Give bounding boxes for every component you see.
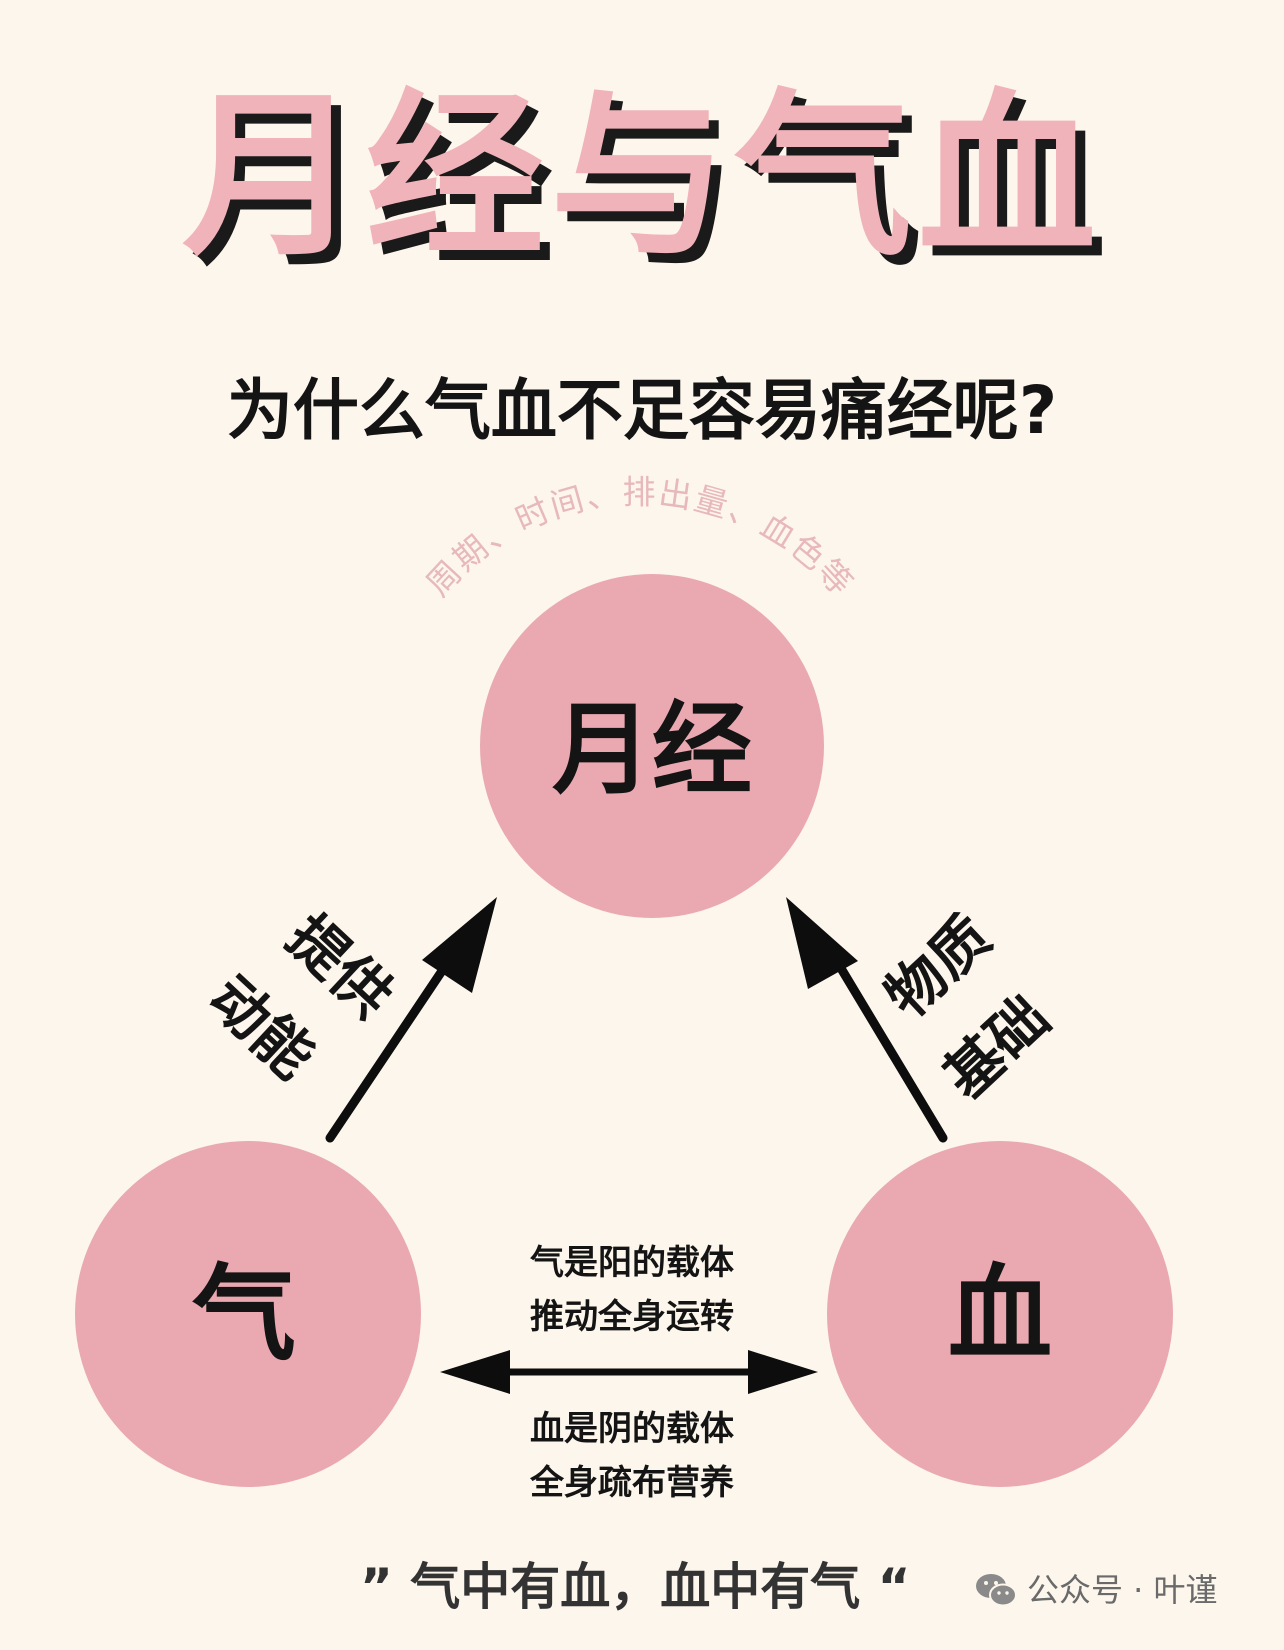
- watermark-text: 公众号 · 叶谨: [1027, 1571, 1218, 1609]
- wechat-icon: [976, 1574, 1017, 1607]
- qi-to-menses-arrowhead: [422, 897, 497, 993]
- main-title: 月经与气血: [182, 73, 1102, 280]
- subtitle: 为什么气血不足容易痛经呢?: [226, 372, 1058, 449]
- right-arrow-label-2: 基础: [931, 983, 1062, 1112]
- blood-to-menses-arrowhead: [786, 897, 858, 989]
- blood-to-menses-arrow: [831, 955, 948, 1143]
- top-node-label: 月经: [552, 691, 752, 808]
- right-node-label: 血: [948, 1253, 1052, 1375]
- qi-yang-text-1: 气是阳的载体: [529, 1243, 734, 1283]
- top-circle: [480, 574, 824, 918]
- right-circle: [827, 1141, 1173, 1487]
- blood-yin-text-2: 全身疏布营养: [529, 1463, 734, 1503]
- qi-yang-text-2: 推动全身运转: [530, 1297, 734, 1337]
- qi-blood-quote: ” 气中有血，血中有气 “: [360, 1558, 911, 1616]
- qi-to-menses-arrow: [325, 945, 461, 1143]
- blood-yin-text-1: 血是阴的载体: [530, 1409, 734, 1449]
- right-arrow-label-line2: 基础: [931, 983, 1062, 1112]
- left-node-label: 气: [192, 1253, 296, 1375]
- left-circle: [75, 1141, 421, 1487]
- double-arrow-right-head: [748, 1350, 818, 1394]
- watermark: 公众号 · 叶谨: [975, 1572, 1218, 1608]
- double-arrow-left-head: [440, 1350, 510, 1394]
